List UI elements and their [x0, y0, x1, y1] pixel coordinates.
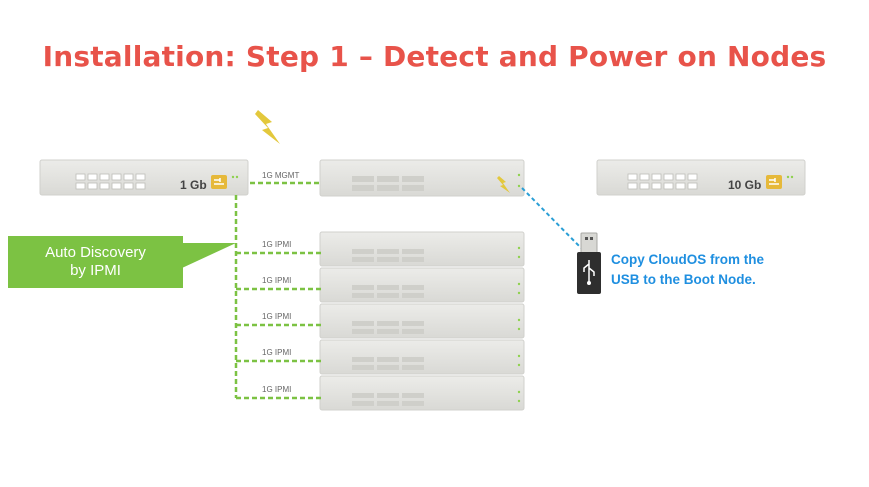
- callout-pointer: [182, 243, 236, 268]
- lightning-icon: [255, 110, 280, 144]
- green-links: [234, 181, 322, 400]
- switch-1gb: 1 Gb: [39, 159, 249, 196]
- switch-badge-icon: [211, 175, 227, 189]
- ipmi-link-label: 1G IPMI: [262, 312, 291, 321]
- switch-10gb: 10 Gb: [596, 159, 806, 196]
- lightning-icon: [497, 176, 510, 193]
- usb-icon: [577, 232, 601, 294]
- callout-line-2: by IPMI: [70, 262, 121, 279]
- node-3: [319, 303, 525, 339]
- ipmi-link-label: 1G IPMI: [262, 385, 291, 394]
- ipmi-link-label: 1G IPMI: [262, 276, 291, 285]
- auto-discovery-callout: Auto Discovery by IPMI: [8, 236, 183, 288]
- switch-10gb-speed: 10 Gb: [728, 178, 761, 192]
- ipmi-link-label: 1G IPMI: [262, 240, 291, 249]
- node-4: [319, 339, 525, 375]
- usb-copy-note: Copy CloudOS from the USB to the Boot No…: [611, 250, 851, 290]
- ipmi-link-label: 1G IPMI: [262, 348, 291, 357]
- boot-node: [319, 159, 525, 197]
- mgmt-link-label: 1G MGMT: [262, 171, 299, 180]
- usb-note-line-1: Copy CloudOS from the: [611, 252, 764, 267]
- page-title: Installation: Step 1 – Detect and Power …: [42, 40, 827, 73]
- node-1: [319, 231, 525, 267]
- callout-line-1: Auto Discovery: [45, 244, 146, 261]
- switch-badge-icon: [766, 175, 782, 189]
- usb-note-line-2: USB to the Boot Node.: [611, 272, 756, 287]
- switch-1gb-speed: 1 Gb: [180, 178, 207, 192]
- node-2: [319, 267, 525, 303]
- node-5: [319, 375, 525, 411]
- usb-link: [521, 187, 586, 253]
